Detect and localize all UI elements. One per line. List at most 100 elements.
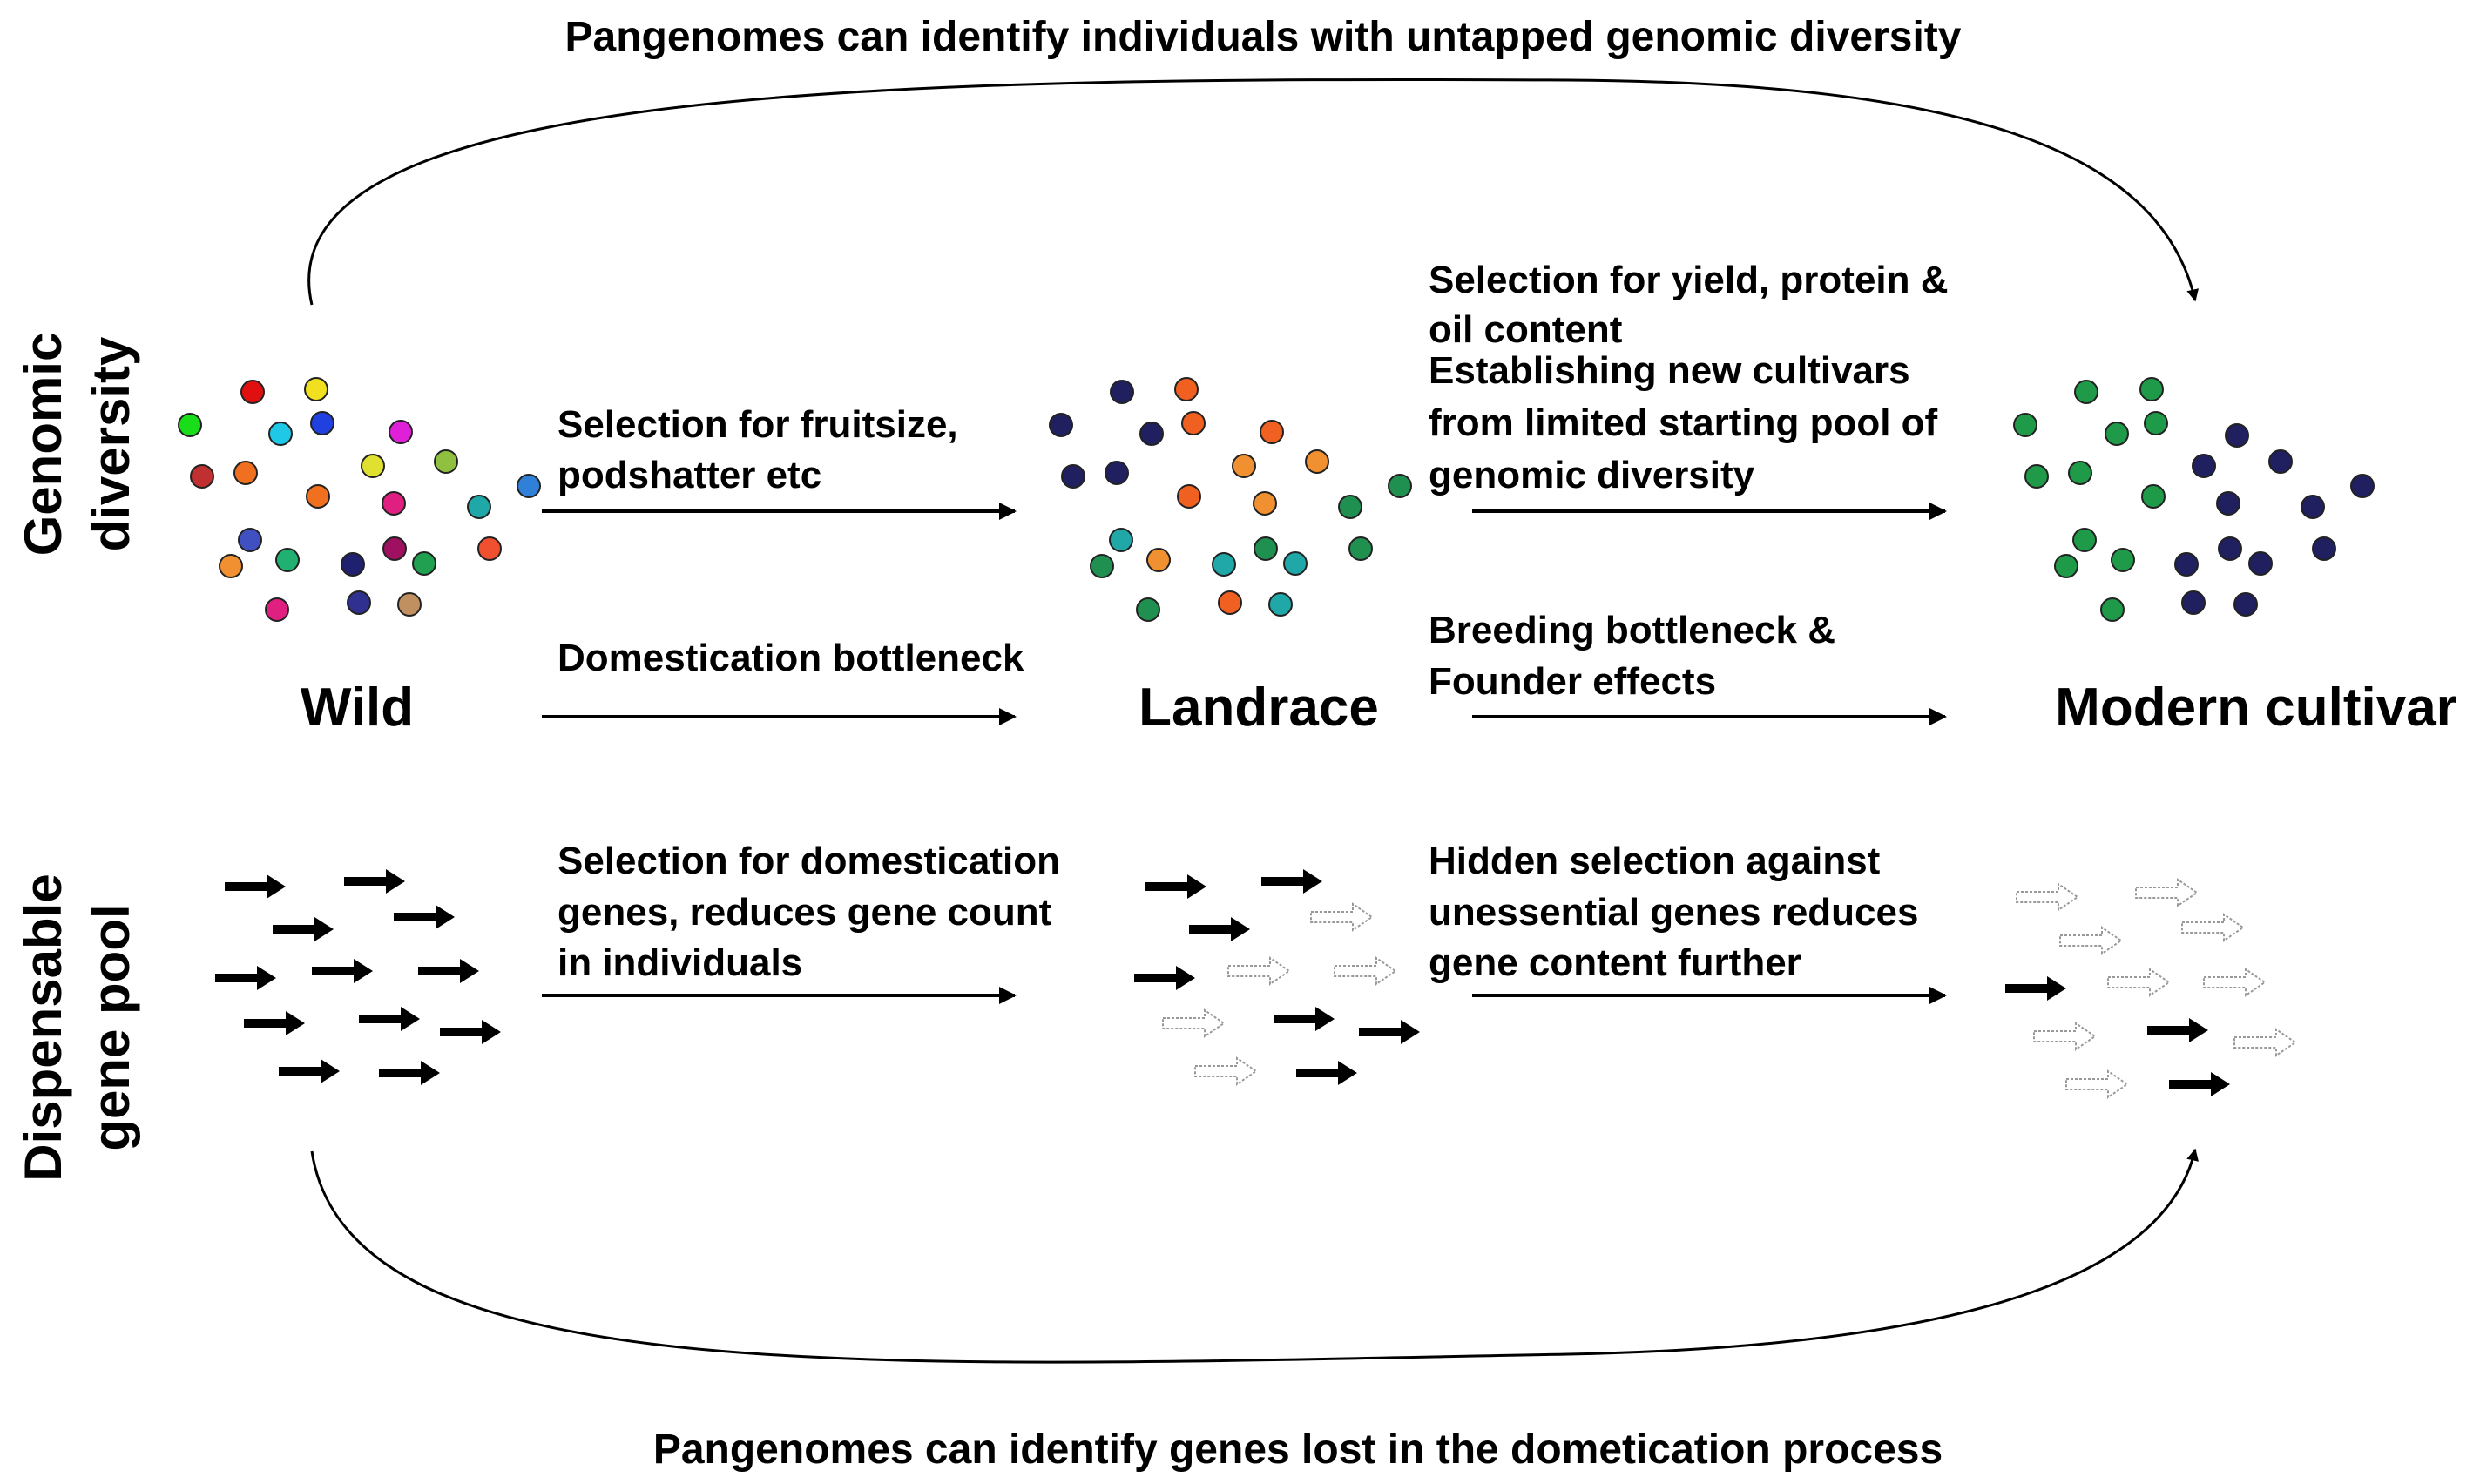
modern-dot	[2139, 377, 2164, 401]
gene-arrow-present	[1145, 874, 1206, 899]
landrace-dot	[1305, 449, 1329, 474]
gene-arrow-lost	[1310, 902, 1374, 932]
gene-arrow-present	[1261, 869, 1322, 894]
landrace-diversity-dots	[1049, 377, 1412, 622]
wild-dot	[306, 484, 330, 509]
wild-dot	[178, 413, 202, 437]
gene-arrow-lost	[2016, 882, 2079, 912]
t2-bottom-line2: Founder effects	[1429, 660, 1716, 703]
gene-arrow-present	[2005, 976, 2066, 1001]
wild-gene-arrows	[215, 869, 501, 1085]
gene-arrow-lost	[2065, 1069, 2129, 1099]
gene-arrow-present	[215, 966, 276, 990]
landrace-dot	[1268, 592, 1293, 617]
bottom-caption: Pangenomes can identify genes lost in th…	[653, 1427, 1943, 1473]
gene-arrow-present	[1359, 1020, 1420, 1044]
gene-arrow-present	[2169, 1072, 2230, 1096]
landrace-dot	[1177, 484, 1201, 509]
gene-arrow-present	[394, 905, 455, 929]
t1-top-line2: podshatter etc	[557, 454, 821, 496]
gene-arrow-present	[1274, 1007, 1335, 1031]
modern-dot	[2141, 484, 2166, 509]
t2-top-line4: from limited starting pool of	[1429, 401, 1938, 444]
row-label-genepool-1: Dispensable	[14, 874, 72, 1181]
wild-dot	[275, 548, 300, 572]
wild-dot	[304, 377, 328, 401]
modern-dot	[2074, 380, 2098, 404]
row-label-genepool-2: gene pool	[82, 904, 140, 1150]
wild-dot	[190, 464, 214, 489]
landrace-dot	[1109, 528, 1133, 552]
landrace-gene-arrows	[1134, 869, 1420, 1086]
gene-arrow-lost	[1194, 1056, 1258, 1086]
modern-dot	[2013, 413, 2037, 437]
wild-dot	[517, 474, 541, 498]
landrace-dot	[1212, 552, 1236, 577]
t2-gene-line3: gene content further	[1429, 941, 1801, 984]
wild-diversity-dots	[178, 377, 541, 622]
landrace-dot	[1110, 380, 1134, 404]
t2-gene-line2: unessential genes reduces	[1429, 891, 1918, 934]
modern-dot	[2144, 411, 2168, 435]
gene-arrow-present	[344, 869, 405, 894]
landrace-dot	[1388, 474, 1412, 498]
t2-bottom-line1: Breeding bottleneck &	[1429, 609, 1835, 651]
stage-wild: Wild	[301, 678, 414, 738]
t1-gene-line2: genes, reduces gene count	[557, 891, 1052, 934]
modern-dot	[2233, 592, 2258, 617]
landrace-dot	[1105, 461, 1129, 485]
landrace-dot	[1146, 548, 1171, 572]
gene-arrow-lost	[2203, 968, 2267, 997]
landrace-dot	[1174, 377, 1199, 401]
gene-arrow-lost	[1227, 956, 1291, 986]
wild-dot	[265, 597, 289, 622]
wild-dot	[382, 536, 407, 561]
modern-dot	[2248, 551, 2273, 576]
modern-dot	[2174, 552, 2199, 577]
wild-dot	[268, 422, 293, 446]
modern-dot	[2111, 548, 2135, 572]
wild-dot	[389, 420, 413, 444]
gene-arrow-present	[279, 1059, 340, 1083]
stage-modern-cultivar: Modern cultivar	[2055, 678, 2457, 738]
wild-dot	[310, 411, 334, 435]
t2-top-line3: Establishing new cultivars	[1429, 349, 1910, 392]
gene-arrow-lost	[2107, 968, 2171, 997]
t2-top-line2: oil content	[1429, 308, 1623, 351]
modern-diversity-dots	[2013, 377, 2375, 622]
gene-arrow-present	[379, 1061, 440, 1085]
landrace-dot	[1090, 554, 1114, 578]
landrace-dot	[1061, 464, 1085, 489]
landrace-dot	[1253, 491, 1277, 516]
t2-gene-line1: Hidden selection against	[1429, 840, 1881, 882]
top-arc	[307, 78, 2200, 306]
landrace-dot	[1181, 411, 1206, 435]
gene-arrow-lost	[2135, 878, 2199, 907]
modern-dot	[2105, 422, 2129, 446]
wild-dot	[397, 592, 422, 617]
wild-dot	[238, 528, 262, 552]
landrace-dot	[1218, 590, 1242, 615]
modern-dot	[2072, 528, 2097, 552]
gene-arrow-lost	[1334, 956, 1397, 986]
t2-top-line5: genomic diversity	[1429, 454, 1755, 496]
wild-dot	[382, 491, 406, 516]
t1-bottom: Domestication bottleneck	[557, 637, 1024, 679]
modern-dot	[2216, 491, 2240, 516]
gene-arrow-lost	[2033, 1022, 2097, 1051]
t2-top-line1: Selection for yield, protein &	[1429, 259, 1949, 301]
wild-dot	[347, 590, 371, 615]
wild-dot	[240, 380, 265, 404]
landrace-dot	[1283, 551, 1308, 576]
modern-dot	[2225, 423, 2249, 448]
landrace-dot	[1260, 420, 1284, 444]
modern-dot	[2192, 454, 2216, 478]
landrace-dot	[1049, 413, 1073, 437]
gene-arrow-present	[440, 1020, 501, 1044]
gene-arrow-present	[244, 1011, 305, 1035]
modern-dot	[2024, 464, 2049, 489]
landrace-dot	[1139, 422, 1164, 446]
gene-arrow-present	[273, 917, 334, 941]
landrace-dot	[1348, 536, 1373, 561]
